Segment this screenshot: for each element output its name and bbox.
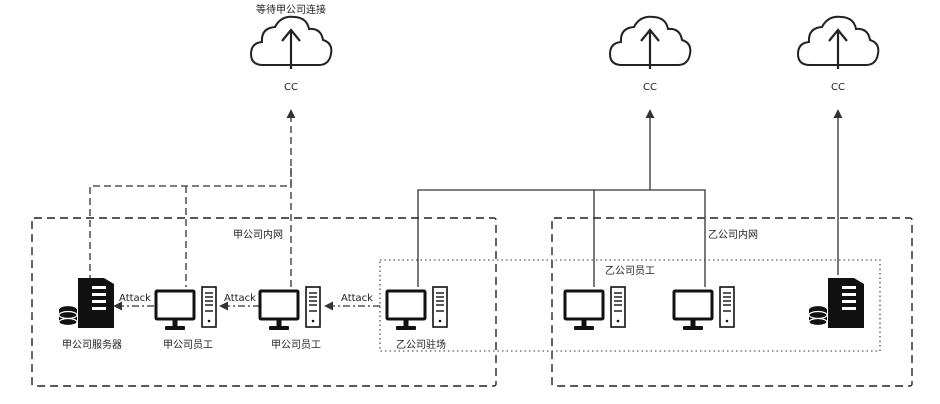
desktop-computer-icon (672, 285, 736, 332)
cloud-upload-icon (249, 15, 333, 71)
jia-employee-label: 甲公司员工 (163, 339, 213, 351)
jia-server-label: 甲公司服务器 (62, 338, 122, 351)
yi-employees-label: 乙公司员工 (605, 265, 655, 277)
cc-label: CC (643, 82, 657, 93)
cc-label: CC (284, 82, 298, 93)
jia-intranet-label: 甲公司内网 (233, 228, 283, 241)
cc-label: CC (831, 82, 845, 93)
jia-employee-label: 甲公司员工 (271, 339, 321, 351)
cloud-upload-icon (608, 15, 692, 71)
yi-cc-link (417, 189, 706, 287)
jia-waiting-label: 等待甲公司连接 (256, 3, 326, 16)
attack-label: Attack (119, 293, 151, 304)
desktop-computer-icon (154, 285, 218, 332)
attack-label: Attack (224, 293, 256, 304)
yi-employees-zone (379, 259, 881, 352)
yi-onsite-label: 乙公司驻场 (396, 338, 446, 351)
jia-intranet-zone (31, 217, 497, 387)
jia-cc-link (89, 168, 292, 285)
attack-label: Attack (341, 293, 373, 304)
server-database-icon (808, 277, 865, 329)
desktop-computer-icon (258, 285, 322, 332)
yi-intranet-label: 乙公司内网 (708, 228, 758, 241)
desktop-computer-icon (385, 285, 449, 332)
desktop-computer-icon (563, 285, 627, 332)
yi-intranet-zone (551, 217, 913, 387)
cloud-upload-icon (796, 15, 880, 71)
server-database-icon (58, 277, 115, 329)
